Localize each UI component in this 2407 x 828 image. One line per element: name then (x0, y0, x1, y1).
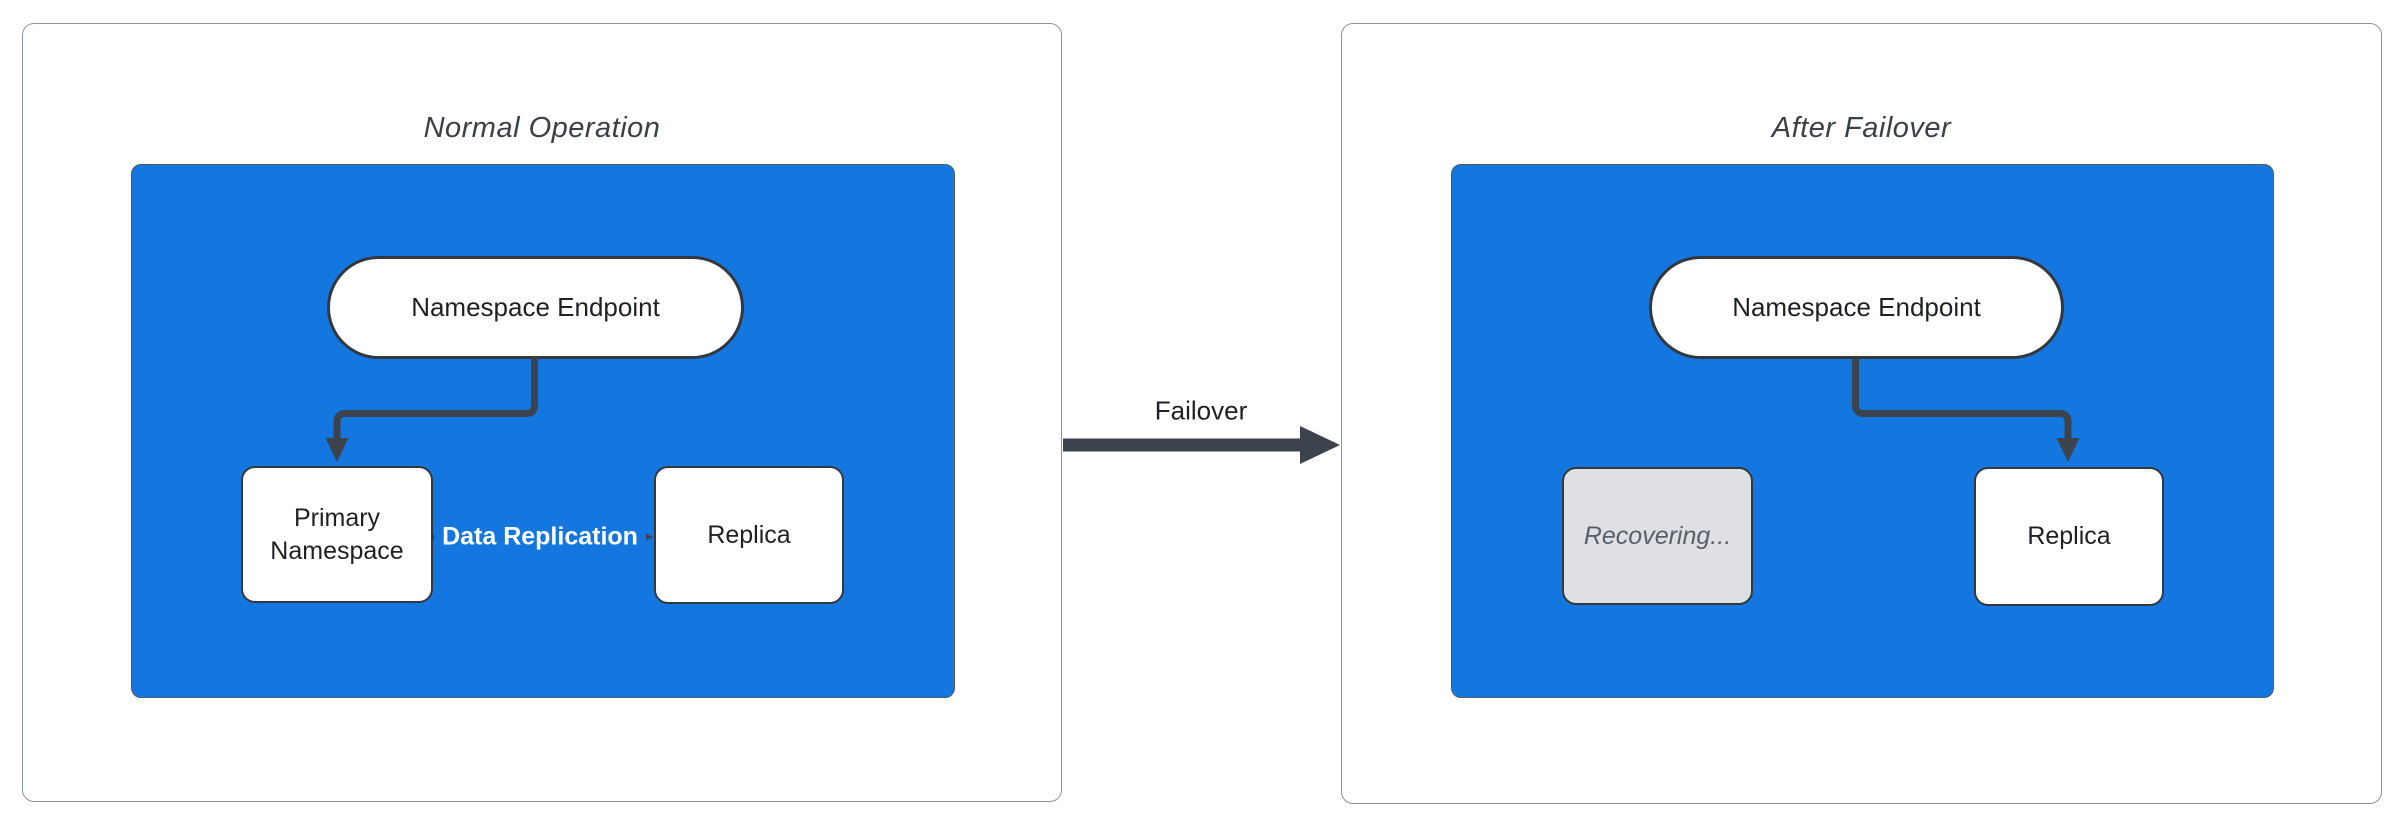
node-replica-failover: Replica (1974, 467, 2164, 606)
node-label: Namespace Endpoint (411, 291, 660, 322)
panel-after-failover: After Failover Namespace Endpoint Recove… (1341, 23, 2382, 804)
arrow-failover (1063, 426, 1340, 464)
node-label: Primary Namespace (270, 504, 404, 565)
cluster-background-failover (1451, 164, 2274, 698)
node-label: Replica (2027, 522, 2111, 551)
panel-title-normal-operation: Normal Operation (423, 112, 661, 144)
failover-label: Failover (1148, 395, 1254, 427)
panel-normal-operation: Normal Operation Namespace Endpoint Prim… (22, 23, 1062, 802)
node-replica-normal: Replica (654, 466, 844, 604)
node-label: Recovering... (1583, 521, 1732, 550)
node-label: Namespace Endpoint (1732, 291, 1981, 322)
node-label: Replica (707, 520, 791, 549)
node-namespace-endpoint-normal: Namespace Endpoint (327, 256, 744, 359)
edge-label-data-replication: Data Replication (434, 520, 646, 554)
node-namespace-endpoint-failover: Namespace Endpoint (1649, 256, 2064, 359)
node-primary-namespace: Primary Namespace (241, 466, 433, 603)
cluster-background-normal (131, 164, 955, 698)
node-recovering: Recovering... (1562, 467, 1753, 605)
panel-title-after-failover: After Failover (1771, 112, 1952, 144)
